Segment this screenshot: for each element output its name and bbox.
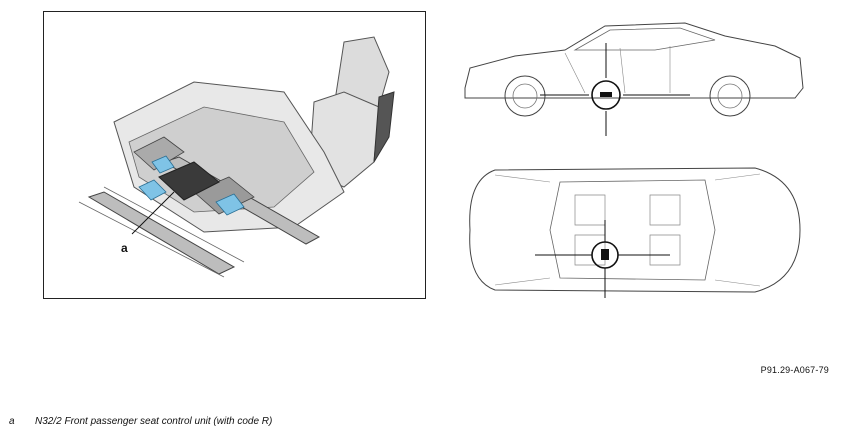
car-top-view xyxy=(469,167,801,298)
legend-text: N32/2 Front passenger seat control unit … xyxy=(35,416,273,427)
figure-reference-code: P91.29-A067-79 xyxy=(760,365,829,375)
legend-key: a xyxy=(9,416,15,427)
legend-item: a N32/2 Front passenger seat control uni… xyxy=(9,416,272,427)
car-side-view xyxy=(464,22,804,136)
seat-illustration xyxy=(78,36,395,278)
callout-letter-a: a xyxy=(121,241,128,255)
seat-illustration-panel: a xyxy=(43,11,426,299)
